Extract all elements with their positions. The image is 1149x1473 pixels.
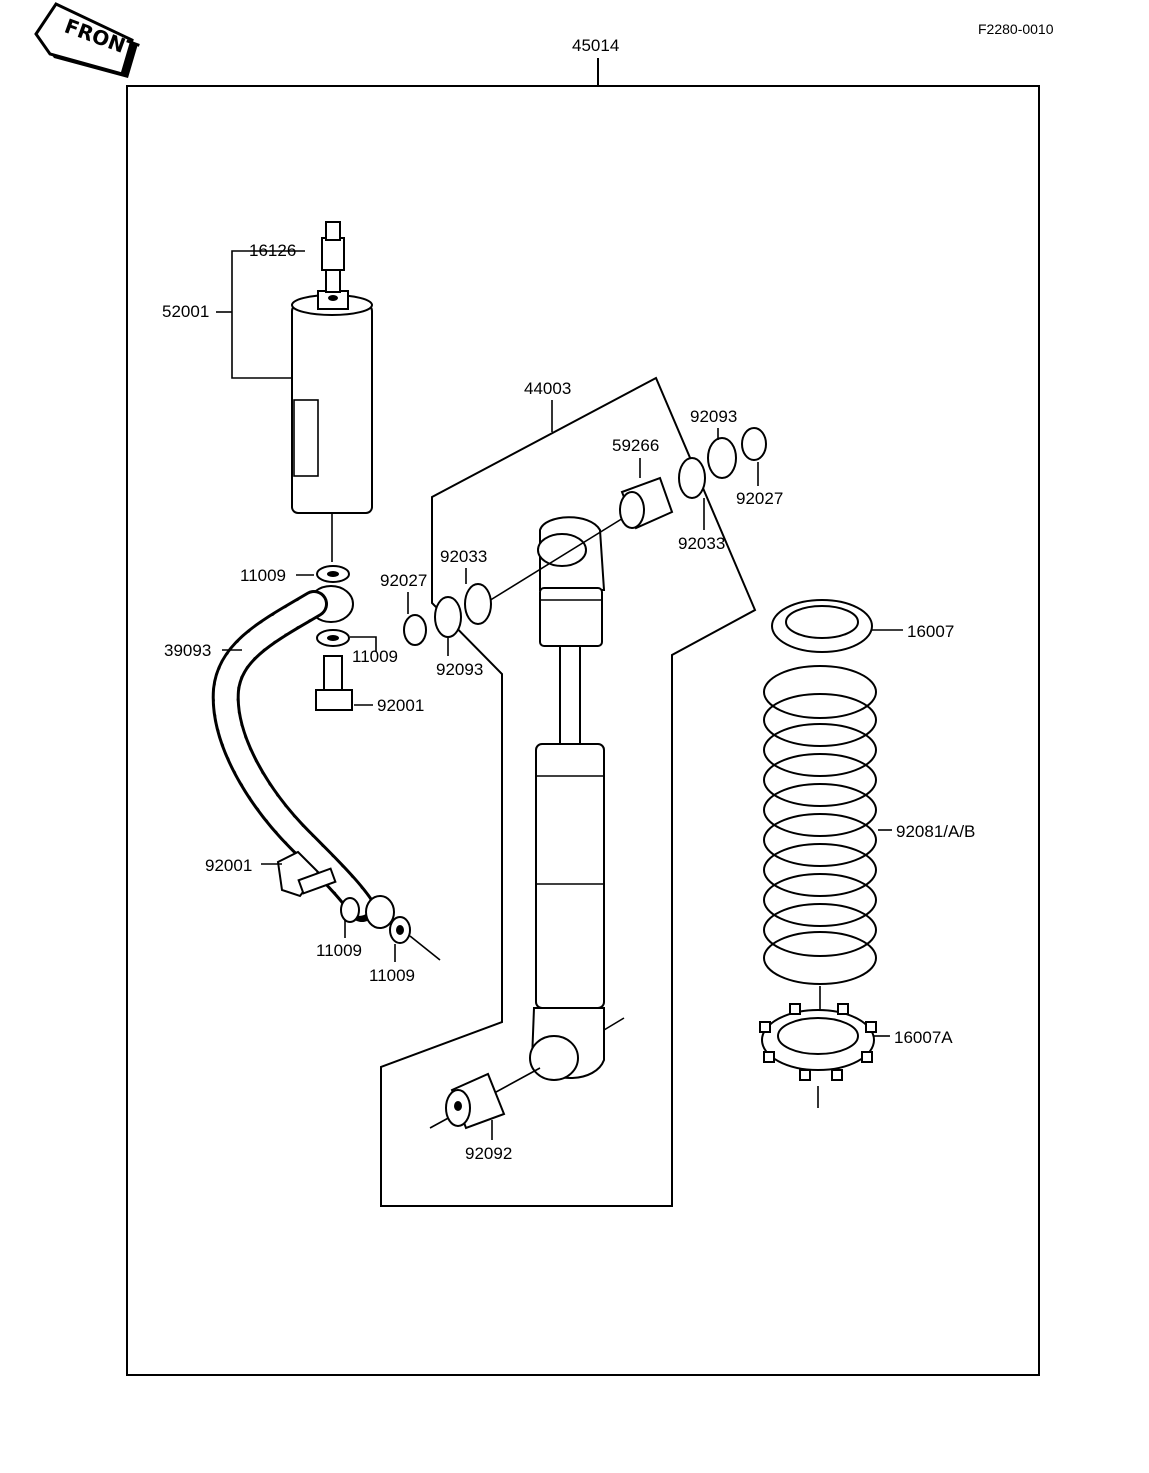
air-valve — [321, 221, 345, 293]
shock-body — [529, 516, 625, 1081]
part-92001-label-lower: 92001 — [205, 856, 252, 875]
part-92081-label: 92081/A/B — [896, 822, 975, 841]
front-arrow-icon: FRONT — [34, 2, 142, 78]
lower-banjo-bolt — [276, 850, 441, 961]
part-92001-label-upper: 92001 — [377, 696, 424, 715]
lower-collar — [445, 1072, 506, 1130]
part-11009-label-bottom-a: 11009 — [316, 941, 362, 960]
spring-adjuster-nut — [759, 1003, 877, 1081]
upper-bushing-set — [403, 427, 767, 646]
part-92033-label-right: 92033 — [678, 534, 725, 553]
part-92092-label: 92092 — [465, 1144, 512, 1163]
reservoir-tank — [291, 290, 373, 514]
assembly-frame — [126, 85, 1040, 1376]
assembly-number-label: 45014 — [572, 36, 619, 55]
sub-assembly-number-label: 44003 — [524, 379, 571, 398]
part-92033-label-left: 92033 — [440, 547, 487, 566]
part-92027-label-left: 92027 — [380, 571, 427, 590]
part-16007-label: 16007 — [907, 622, 954, 641]
part-11009-label-upper: 11009 — [240, 566, 286, 585]
part-59266-label: 59266 — [612, 436, 659, 455]
part-16007A-label: 16007A — [894, 1028, 953, 1047]
part-92093-label-left: 92093 — [436, 660, 483, 679]
coil-spring — [763, 665, 877, 985]
part-39093-label: 39093 — [164, 641, 211, 660]
banjo-fitting — [308, 565, 354, 711]
drawing-code: F2280-0010 — [978, 21, 1054, 37]
sub-assembly-outline — [380, 376, 757, 1207]
spring-seat — [771, 599, 873, 653]
part-11009-label-lower: 11009 — [352, 647, 398, 666]
part-92093-label-right: 92093 — [690, 407, 737, 426]
part-92027-label-right: 92027 — [736, 489, 783, 508]
part-11009-label-bottom-b: 11009 — [369, 966, 415, 985]
part-52001-label: 52001 — [162, 302, 209, 321]
